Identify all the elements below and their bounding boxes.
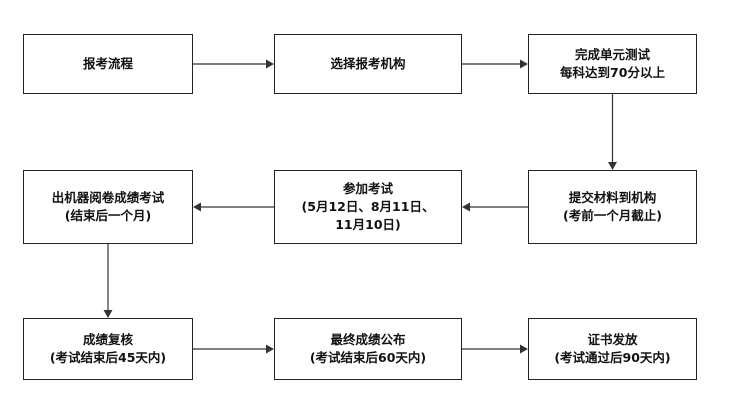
node-score-review: 成绩复核 (考试结束后45天内): [23, 318, 193, 380]
node-machine-scoring-line-1: 出机器阅卷成绩考试: [51, 190, 165, 205]
arrowhead-n3-n4: [608, 162, 617, 170]
node-exam-process: 报考流程: [23, 34, 193, 94]
node-take-exam-line-1: 参加考试: [342, 181, 393, 196]
node-unit-test-line-2: 每科达到70分以上: [560, 65, 665, 80]
node-take-exam-line-3: 11月10日): [335, 217, 401, 232]
node-machine-scoring-line-2: (结束后一个月): [64, 208, 152, 223]
node-score-review-line-1: 成绩复核: [82, 332, 133, 347]
arrowhead-n2-n3: [520, 59, 528, 69]
node-take-exam-line-2: (5月12日、8月11日、: [301, 199, 435, 214]
node-submit-materials-line-2: (考前一个月截止): [563, 208, 662, 223]
node-score-review-line-2: (考试结束后45天内): [49, 350, 167, 365]
node-final-score-release-line-1: 最终成绩公布: [330, 332, 406, 347]
arrowhead-n8-n9: [520, 344, 528, 354]
node-submit-materials: 提交材料到机构 (考前一个月截止): [528, 170, 697, 244]
arrowhead-n6-n7: [103, 310, 113, 318]
arrowhead-n5-n6: [193, 202, 201, 212]
node-unit-test: 完成单元测试 每科达到70分以上: [528, 34, 697, 94]
node-certificate-issuance-line-1: 证书发放: [587, 332, 638, 347]
node-submit-materials-line-1: 提交材料到机构: [568, 190, 657, 205]
node-take-exam: 参加考试 (5月12日、8月11日、 11月10日): [274, 170, 462, 244]
node-unit-test-line-1: 完成单元测试: [574, 47, 650, 62]
node-select-institution-line-1: 选择报考机构: [330, 56, 406, 71]
arrowhead-n1-n2: [266, 59, 274, 69]
node-final-score-release-line-2: (考试结束后60天内): [309, 350, 427, 365]
node-exam-process-line-1: 报考流程: [82, 56, 133, 71]
arrowhead-n4-n5: [462, 202, 470, 212]
node-select-institution: 选择报考机构: [274, 34, 462, 94]
node-certificate-issuance-line-2: (考试通过后90天内): [554, 350, 671, 365]
node-machine-scoring: 出机器阅卷成绩考试 (结束后一个月): [23, 170, 193, 244]
arrowhead-n7-n8: [266, 344, 274, 354]
node-final-score-release: 最终成绩公布 (考试结束后60天内): [274, 318, 462, 380]
node-certificate-issuance: 证书发放 (考试通过后90天内): [528, 318, 697, 380]
